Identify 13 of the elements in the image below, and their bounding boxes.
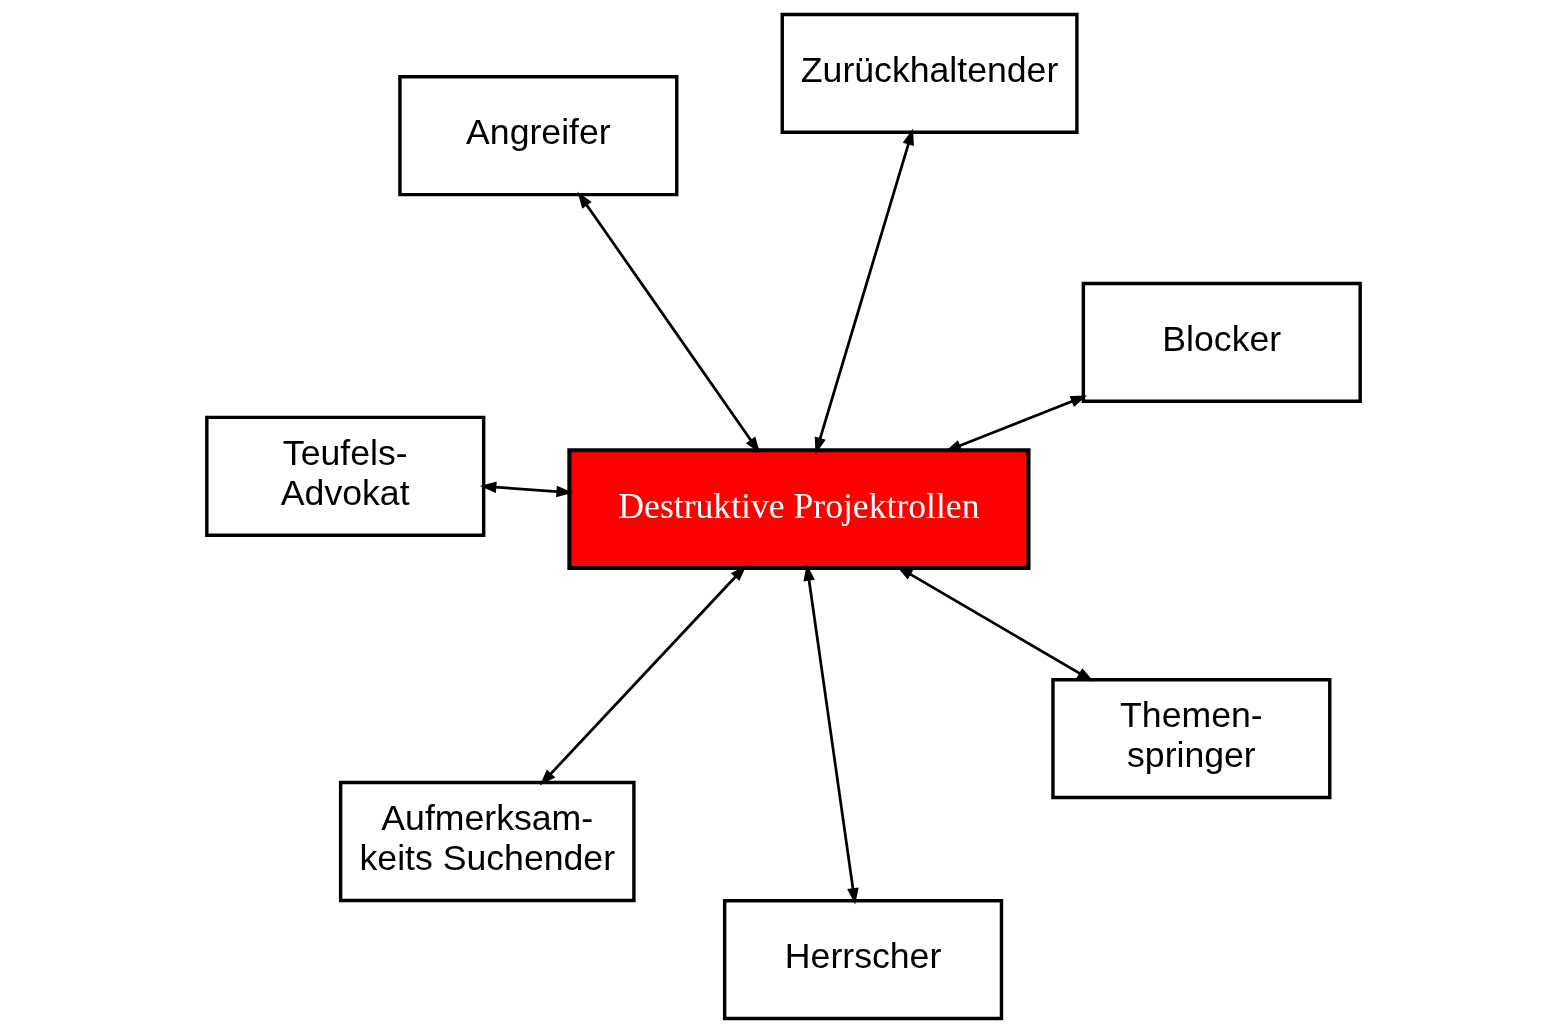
node-box: Teufels- Advokat	[204, 415, 485, 537]
arrow	[479, 480, 573, 497]
node-box: Themen- springer	[1050, 677, 1331, 799]
node-box: Angreifer	[397, 74, 678, 196]
arrow	[814, 128, 914, 454]
node-box: Destruktive Projektrollen	[566, 447, 1031, 570]
arrow	[577, 191, 760, 453]
node-box: Herrscher	[722, 898, 1003, 1020]
arrow	[802, 563, 859, 905]
arrow	[539, 564, 746, 785]
node-box: Aufmerksam- keits Suchender	[338, 780, 636, 902]
node-box: Zurückhaltender	[780, 12, 1079, 134]
node-box: Blocker	[1081, 281, 1362, 403]
